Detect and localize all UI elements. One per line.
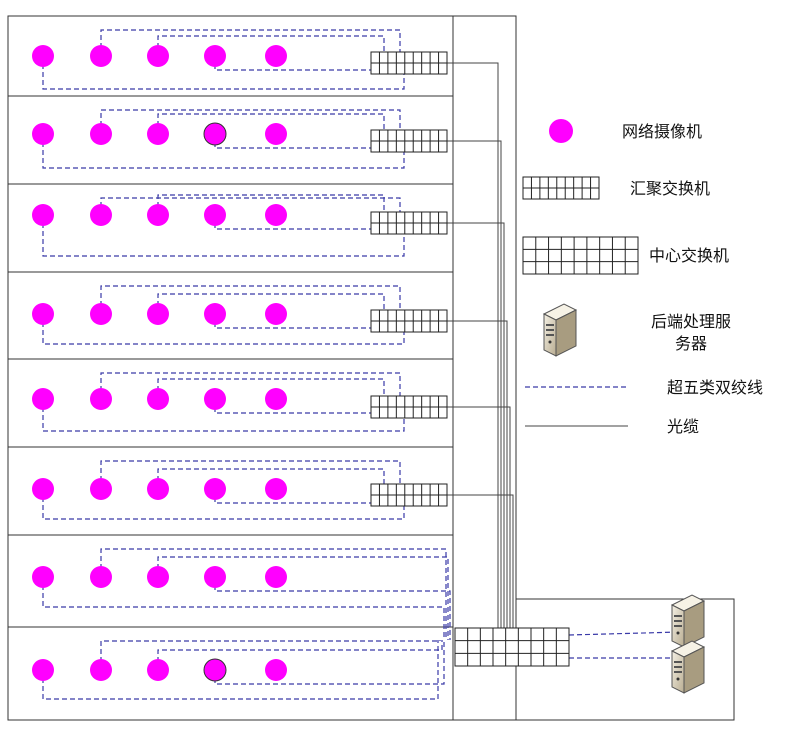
camera-icon: [32, 204, 54, 226]
camera-icon: [265, 478, 287, 500]
camera-icon: [147, 566, 169, 588]
legend: [522, 119, 639, 427]
backend-servers: [671, 594, 705, 694]
aggregation-switch: [370, 129, 448, 153]
aggregation-switch: [370, 395, 448, 419]
camera-icon: [204, 303, 226, 325]
camera-icon: [32, 45, 54, 67]
camera-icon: [32, 566, 54, 588]
camera-icon: [90, 123, 112, 145]
legend-fiber-label: 光缆: [667, 417, 700, 436]
aggregation-switch: [370, 483, 448, 507]
camera-icon: [265, 204, 287, 226]
camera-icon: [147, 388, 169, 410]
camera-icon: [32, 123, 54, 145]
aggregation-switch: [370, 51, 448, 75]
camera-icon: [32, 388, 54, 410]
camera-icon: [265, 388, 287, 410]
camera-icon: [32, 478, 54, 500]
building-floors: [7, 15, 735, 721]
legend-core-switch-label: 中心交换机: [649, 246, 730, 265]
camera-icon: [265, 566, 287, 588]
camera-icon: [265, 303, 287, 325]
server-icon: [671, 594, 705, 648]
camera-icon: [32, 659, 54, 681]
legend-camera-label: 网络摄像机: [622, 122, 703, 141]
aggregation-switch-legend: [522, 176, 600, 200]
camera-icon: [265, 123, 287, 145]
camera-icon: [90, 478, 112, 500]
camera-icon: [90, 659, 112, 681]
core-switch-legend: [522, 236, 639, 275]
legend-aggregation-switch-label: 汇聚交换机: [630, 179, 711, 198]
camera-icon: [32, 303, 54, 325]
camera-icon: [147, 123, 169, 145]
camera-icon: [147, 478, 169, 500]
legend-camera-icon: [549, 119, 573, 143]
camera-icon: [265, 45, 287, 67]
aggregation-switch: [370, 309, 448, 333]
camera-icon: [203, 658, 227, 682]
camera-icon: [90, 204, 112, 226]
camera-icon: [90, 45, 112, 67]
camera-icon: [204, 388, 226, 410]
legend-aggregation-switch-icon: [522, 176, 600, 200]
camera-icon: [90, 303, 112, 325]
legend-server-label: 后端处理服务器: [651, 312, 732, 353]
aggregation-switch: [370, 211, 448, 235]
camera-icon: [147, 303, 169, 325]
legend-core-switch-icon: [522, 236, 639, 275]
aggregation-switches: [370, 51, 448, 507]
camera-icon: [90, 566, 112, 588]
camera-icon: [147, 204, 169, 226]
server-icon: [671, 640, 705, 694]
camera-icon: [204, 45, 226, 67]
camera-icon: [204, 566, 226, 588]
legend-utp-label: 超五类双绞线: [667, 378, 764, 397]
network-cameras: [32, 45, 287, 682]
camera-icon: [265, 659, 287, 681]
camera-icon: [204, 204, 226, 226]
camera-icon: [147, 45, 169, 67]
core-switch-grid: [454, 627, 570, 667]
fiber-optic-cables: [447, 62, 514, 628]
camera-icon: [90, 388, 112, 410]
legend-server-icon: [543, 303, 577, 357]
core-switch: [454, 627, 570, 667]
camera-icon: [204, 478, 226, 500]
camera-icon: [203, 122, 227, 146]
camera-icon: [147, 659, 169, 681]
